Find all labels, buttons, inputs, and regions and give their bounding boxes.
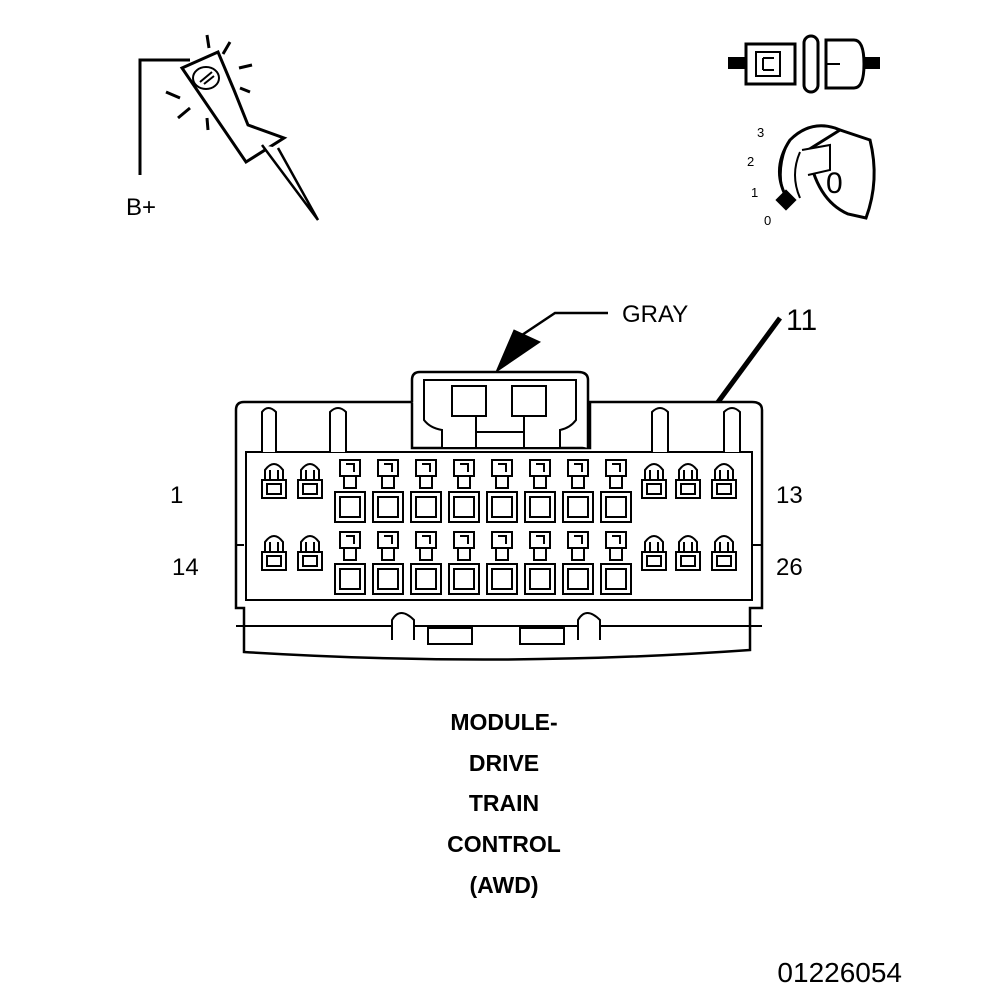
small-pin-cavity <box>711 463 737 499</box>
large-pin-cavity <box>410 459 442 523</box>
pin-label-bottom-left: 14 <box>172 554 199 581</box>
ignition-position-2: 2 <box>747 154 754 169</box>
ignition-position-3: 3 <box>757 125 764 140</box>
test-light-probe-icon <box>138 34 320 221</box>
small-pin-cavity <box>711 535 737 571</box>
large-pin-cavity <box>600 531 632 595</box>
ignition-key-icon <box>775 124 876 220</box>
large-pin-cavity <box>372 459 404 523</box>
pin-label-top-right: 13 <box>776 482 803 509</box>
module-title-line-5: (AWD) <box>470 872 539 898</box>
disconnected-connector-icon <box>728 34 880 94</box>
large-pin-cavity <box>600 459 632 523</box>
small-pin-cavity <box>261 463 287 499</box>
module-title-line-2: DRIVE <box>469 750 539 776</box>
small-pin-cavity <box>261 535 287 571</box>
connector-cavities <box>261 459 737 595</box>
module-title-line-1: MODULE- <box>450 709 557 735</box>
large-pin-cavity <box>524 459 556 523</box>
large-pin-cavity <box>562 459 594 523</box>
pin-label-bottom-right: 26 <box>776 554 803 581</box>
small-pin-cavity <box>641 535 667 571</box>
large-pin-cavity <box>562 531 594 595</box>
large-pin-cavity <box>486 459 518 523</box>
small-pin-cavity <box>675 463 701 499</box>
large-pin-cavity <box>486 531 518 595</box>
large-pin-cavity <box>334 531 366 595</box>
callout-pin-number: 11 <box>786 304 817 337</box>
color-callout-leader <box>494 311 608 374</box>
ignition-position-1: 1 <box>751 185 758 200</box>
large-pin-cavity <box>372 531 404 595</box>
large-pin-cavity <box>334 459 366 523</box>
figure-id: 01226054 <box>777 957 902 988</box>
large-pin-cavity <box>448 531 480 595</box>
large-pin-cavity <box>410 531 442 595</box>
module-title-line-3: TRAIN <box>469 790 539 816</box>
large-pin-cavity <box>524 531 556 595</box>
ignition-position-0: 0 <box>764 213 771 228</box>
connector-color-label: GRAY <box>622 301 688 328</box>
small-pin-cavity <box>297 535 323 571</box>
large-pin-cavity <box>448 459 480 523</box>
small-pin-cavity <box>675 535 701 571</box>
module-title-line-4: CONTROL <box>447 831 561 857</box>
probe-label: B+ <box>126 194 156 221</box>
small-pin-cavity <box>641 463 667 499</box>
small-pin-cavity <box>297 463 323 499</box>
ignition-key-label: 0 <box>826 167 843 200</box>
pin-label-top-left: 1 <box>170 482 183 509</box>
